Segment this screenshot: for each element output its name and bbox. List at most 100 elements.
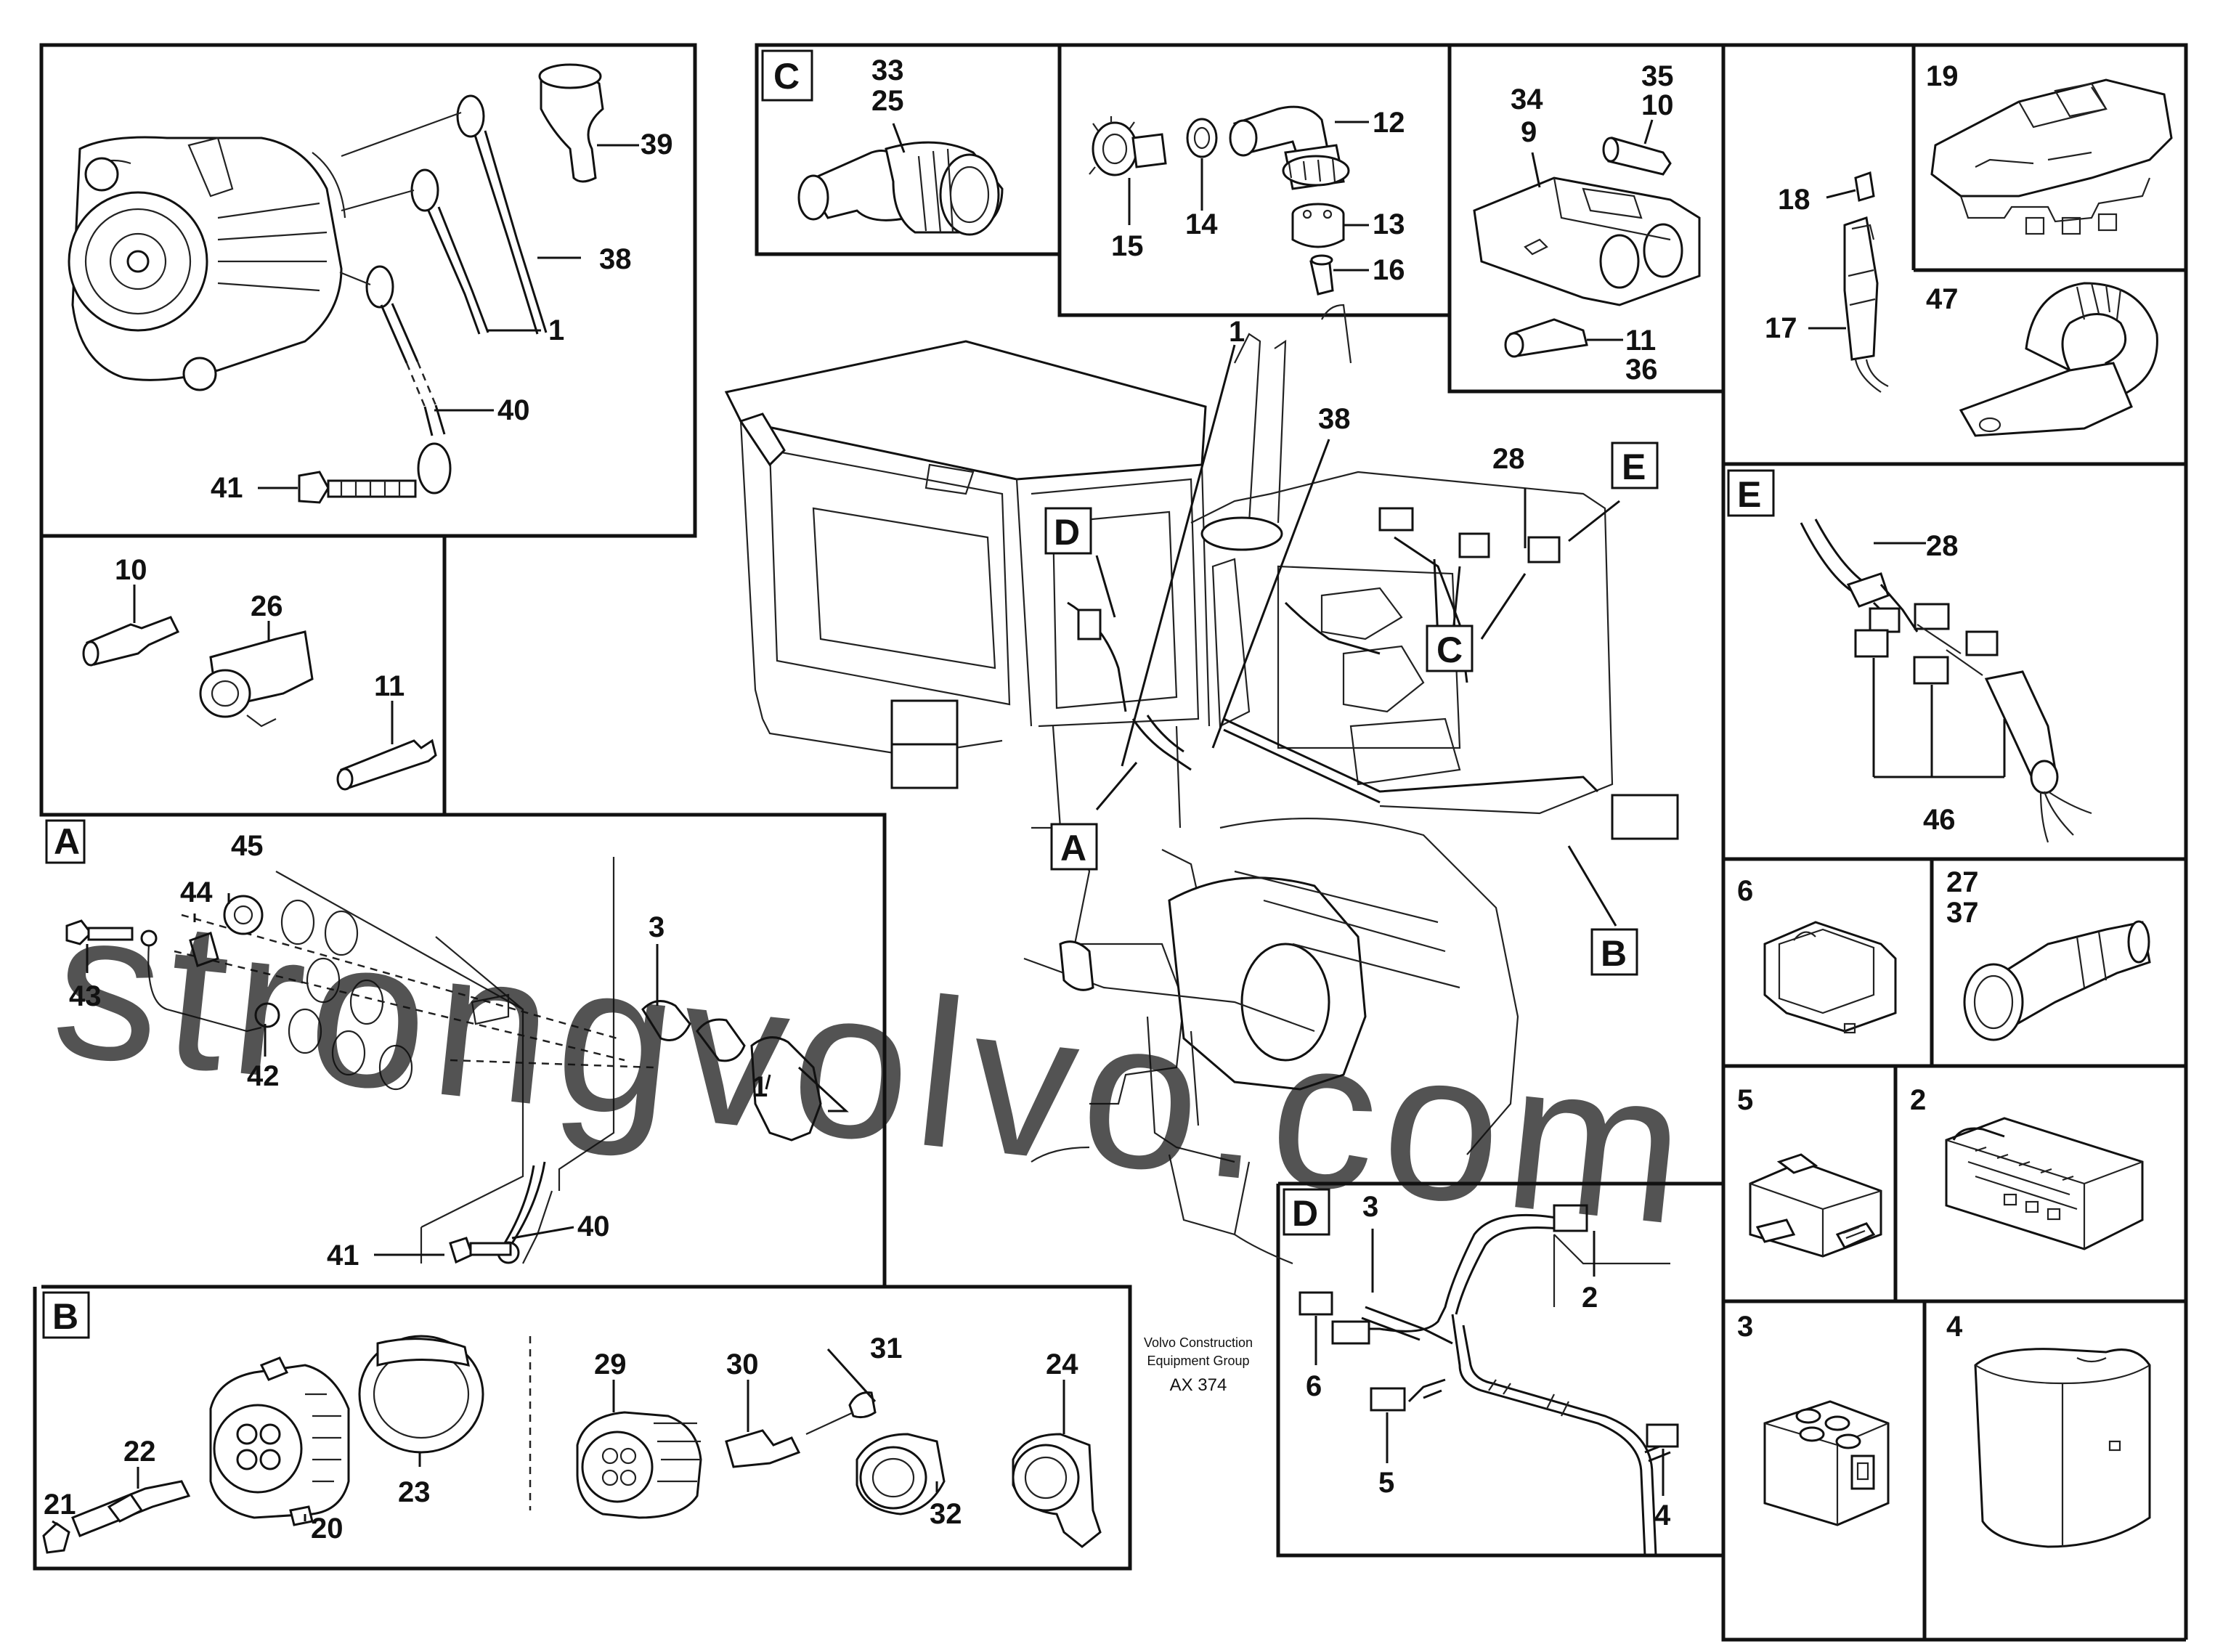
panel-frames: [33, 43, 2188, 1642]
callout-13: 13: [1373, 208, 1405, 240]
machine-locator-c: C: [1426, 624, 1474, 672]
panel-housing-2: 2: [1910, 1084, 2144, 1250]
panel-c-letter: C: [773, 56, 800, 97]
machine-callout-1: 1: [1229, 316, 1245, 348]
panel-a-callouts: 45 44 43 42 3 1 41 40: [69, 830, 768, 1271]
plug-34-9: [1473, 152, 1701, 306]
callout-22: 22: [123, 1436, 156, 1468]
callout-4: 4: [1946, 1311, 1963, 1343]
callout-41: 41: [327, 1240, 359, 1271]
elbow-33-25: [797, 123, 1004, 236]
callout-35: 35: [1641, 60, 1674, 92]
callout-17: 17: [1765, 312, 1797, 344]
callout-3: 3: [649, 911, 664, 943]
callout-20: 20: [311, 1513, 344, 1545]
callout-45: 45: [231, 830, 264, 862]
panel-seal: 6: [1737, 875, 1897, 1034]
callout-39: 39: [641, 129, 673, 160]
callout-44: 44: [180, 876, 213, 908]
callout-31: 31: [870, 1332, 903, 1364]
panel-a-letter: A: [54, 821, 80, 862]
panel-B: B: [42, 1291, 1102, 1554]
panel-b-drawing: [42, 1335, 1102, 1554]
panel-a-drawing: [65, 857, 849, 1264]
callout-47: 47: [1926, 283, 1959, 315]
callout-36: 36: [1625, 354, 1658, 386]
callout-25: 25: [871, 85, 904, 117]
watermark-text: strongvolvo.com: [44, 863, 1702, 1270]
callout-46: 46: [1923, 804, 1956, 836]
callout-26: 26: [251, 590, 283, 622]
loader-machine-drawing: 1 38 28 D E C A B: [724, 304, 1679, 1265]
housing-3: [1763, 1400, 1890, 1526]
panel-E: E 28 46: [1727, 469, 2092, 843]
cable-1: [341, 168, 541, 335]
panel-c-parts: 12 15 14 13 16: [1089, 105, 1405, 296]
callout-14: 14: [1185, 208, 1218, 240]
panel-A: A: [45, 819, 849, 1271]
loader-cab: [724, 340, 1211, 829]
machine-callout-38: 38: [1318, 403, 1351, 435]
pin-10: [82, 585, 180, 667]
clamp-47: [1959, 282, 2158, 437]
callout-5: 5: [1378, 1467, 1394, 1499]
panel-c-plug-callouts: 34 9 35 10 11 36: [1511, 60, 1674, 386]
panel-clamp: 47: [1926, 282, 2158, 437]
panel-D: D 3 2 6 5 4: [1283, 1188, 1679, 1556]
callout-27: 27: [1946, 866, 1979, 898]
callout-28: 28: [1926, 530, 1959, 562]
pin-35-10: [1602, 119, 1672, 176]
panel-housing-4: 4: [1946, 1311, 2151, 1548]
ring-14: [1186, 118, 1218, 211]
sleeve-27-37: [1963, 920, 2151, 1041]
panel-c-parts-callouts: 12 15 14 13 16: [1111, 107, 1405, 286]
credit-line-2: Equipment Group: [1147, 1354, 1249, 1368]
callout-11: 11: [1625, 325, 1656, 357]
panel-b-callouts: 22 21 20 23 29 30 31 32 24: [44, 1332, 1078, 1545]
callout-42: 42: [247, 1060, 280, 1092]
panel-c-plug: 34 9 35 10 11 36: [1473, 60, 1701, 386]
machine-locator-e: E: [1611, 442, 1659, 489]
callout-37: 37: [1946, 897, 1979, 929]
loader-engine-frame: [1067, 304, 1679, 840]
panel-b-letter: B: [52, 1296, 78, 1337]
callout-38: 38: [599, 243, 632, 275]
panel-d-callouts: 3 2 6 5 4: [1306, 1191, 1671, 1531]
panel-e-letter: E: [1737, 474, 1761, 515]
cable-39-boot: [538, 63, 639, 183]
callout-3: 3: [1362, 1191, 1378, 1223]
machine-callouts: 1 38 28: [1229, 316, 1525, 475]
machine-locator-b: B: [1590, 928, 1638, 976]
housing-4: [1974, 1348, 2151, 1548]
panel-d-drawing: [1298, 1204, 1679, 1556]
grommet-13: [1291, 203, 1369, 248]
panel-a-letter-box: [45, 819, 86, 864]
callout-3: 3: [1737, 1311, 1753, 1343]
machine-locator-c-label: C: [1436, 630, 1463, 670]
cable-40: [339, 265, 494, 495]
callout-19: 19: [1926, 60, 1959, 92]
machine-locator-b-label: B: [1601, 933, 1627, 974]
machine-locator-e-label: E: [1622, 447, 1646, 487]
callout-1: 1: [752, 1071, 768, 1103]
callout-18: 18: [1778, 184, 1810, 216]
machine-callout-28: 28: [1492, 443, 1525, 475]
cable-38: [341, 94, 581, 335]
panel-alternator: 39 38 1 40 41: [68, 63, 673, 504]
callout-32: 32: [930, 1498, 962, 1530]
machine-locator-a-label: A: [1060, 828, 1086, 868]
pin-11-36: [1504, 318, 1623, 358]
panel-e-letter-box: [1727, 469, 1775, 517]
callout-9: 9: [1521, 116, 1537, 148]
machine-locator-a: A: [1050, 823, 1098, 871]
callout-11: 11: [374, 670, 405, 702]
callout-12: 12: [1373, 107, 1405, 139]
callout-29: 29: [594, 1348, 627, 1380]
panel-housing-5: 5: [1737, 1084, 1882, 1258]
callout-41: 41: [211, 472, 243, 504]
connector-26: [199, 621, 314, 728]
housing-5: [1749, 1153, 1882, 1258]
callout-40: 40: [577, 1210, 610, 1242]
panel-d-letter-box: [1283, 1188, 1330, 1236]
